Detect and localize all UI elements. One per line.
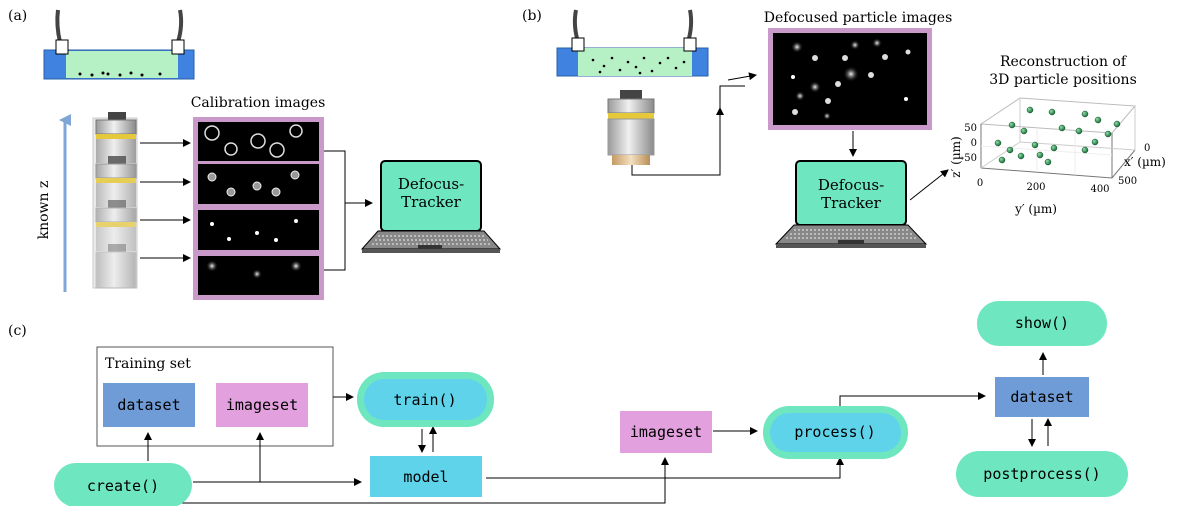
known-z-label: known z (36, 181, 52, 240)
connector-b (631, 72, 757, 176)
calibration-images (193, 117, 324, 300)
connector-a (324, 150, 373, 271)
panel-c-label: (c) (8, 323, 27, 339)
training-set-label: Training set (105, 356, 191, 372)
x-tick-500: 500 (1118, 176, 1137, 187)
laptop-a-label-1: Defocus- (398, 175, 464, 193)
y-tick-200: 200 (1026, 182, 1045, 193)
calibration-arrows (140, 139, 191, 262)
node-create: create() (54, 463, 192, 506)
node-dataset-2: dataset (995, 377, 1089, 417)
panel-a-label: (a) (8, 8, 27, 24)
node-imageset-2: imageset (620, 411, 712, 453)
laptop-a-label-2: Tracker (401, 193, 461, 211)
node-imageset-1-label: imageset (226, 396, 298, 414)
node-train-label: train() (393, 391, 456, 409)
node-model: model (370, 456, 482, 497)
plot-3d: 50 0 -50 z′ (µm) 0 200 400 y′ (µm) 0 500… (949, 97, 1166, 216)
x-tick-0: 0 (1144, 143, 1150, 154)
known-z-axis: known z (36, 114, 71, 292)
node-imageset-1: imageset (216, 383, 308, 427)
defocused-image (768, 28, 932, 130)
channel-icon-a (43, 9, 195, 80)
panel-b-label: (b) (522, 8, 542, 24)
node-show: show() (977, 301, 1107, 346)
laptop-icon-a: Defocus- Tracker (360, 160, 502, 253)
node-train: train() (357, 372, 494, 427)
node-postprocess: postprocess() (956, 451, 1128, 497)
z-tick-50: 50 (964, 123, 977, 134)
laptop-b-label-1: Defocus- (818, 176, 884, 194)
node-dataset-2-label: dataset (1010, 388, 1073, 406)
node-dataset-1: dataset (103, 383, 195, 427)
z-tick-neg50: -50 (961, 153, 977, 164)
z-tick-0: 0 (971, 138, 977, 149)
laptop-icon-b: Defocus- Tracker (774, 160, 928, 248)
defocused-title: Defocused particle images (764, 10, 953, 26)
laptop-b-label-2: Tracker (821, 194, 881, 212)
y-tick-400: 400 (1090, 184, 1109, 195)
reconstruction-title-2: 3D particle positions (989, 72, 1137, 88)
image-laptop-arrows (849, 131, 857, 157)
node-create-label: create() (87, 477, 159, 495)
calibration-title: Calibration images (191, 95, 326, 111)
node-imageset-2-label: imageset (630, 423, 702, 441)
objective-stack-icon (92, 112, 138, 289)
y-tick-0: 0 (977, 178, 983, 189)
flow-edges (144, 352, 1052, 504)
node-process: process() (763, 406, 908, 459)
x-axis-label: x′ (µm) (1124, 155, 1166, 169)
node-process-label: process() (794, 423, 875, 441)
reconstruction-title-1: Reconstruction of (1000, 54, 1128, 70)
channel-icon-b (556, 9, 709, 77)
node-postprocess-label: postprocess() (983, 465, 1100, 483)
node-model-label: model (403, 468, 448, 486)
z-axis-label: z′ (µm) (949, 136, 963, 177)
objective-icon-b (607, 90, 655, 165)
node-dataset-1-label: dataset (117, 396, 180, 414)
y-axis-label: y′ (µm) (1014, 202, 1057, 216)
to-plot-arrow (909, 169, 949, 201)
node-show-label: show() (1015, 314, 1069, 332)
